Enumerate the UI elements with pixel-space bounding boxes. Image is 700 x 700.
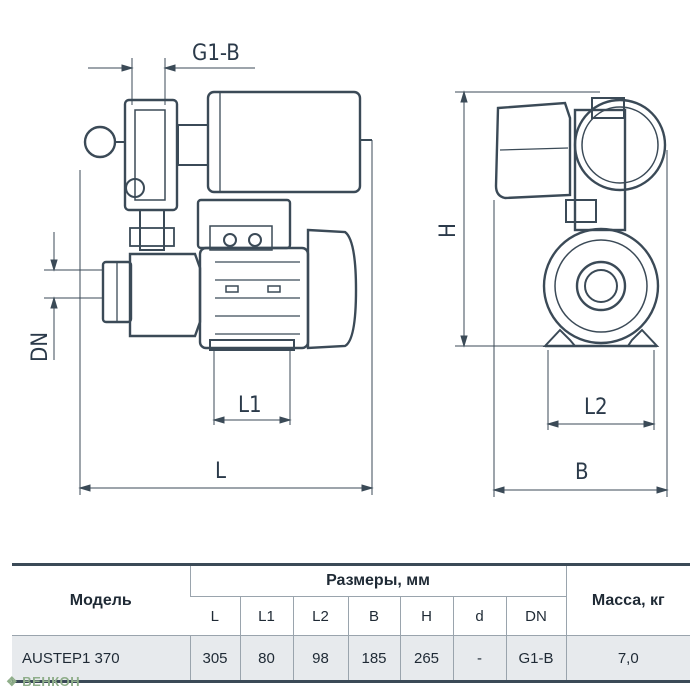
dim-label-h: H bbox=[436, 223, 461, 238]
cell-l1: 80 bbox=[239, 635, 293, 683]
col-header-l1: L1 bbox=[239, 596, 293, 636]
col-header-d: d bbox=[452, 596, 506, 636]
cell-dn: G1-B bbox=[505, 635, 566, 683]
cell-h: 265 bbox=[399, 635, 453, 683]
col-header-l2: L2 bbox=[292, 596, 348, 636]
dim-label-g1b: G1-B bbox=[192, 41, 240, 66]
col-header-b: B bbox=[347, 596, 400, 636]
specs-table: Модель Размеры, мм Масса, кг L L1 L2 B H… bbox=[12, 563, 690, 683]
dim-label-l2: L2 bbox=[584, 395, 608, 420]
pump-side-view bbox=[83, 90, 372, 351]
dim-label-b: B bbox=[575, 460, 589, 485]
cell-d: - bbox=[452, 635, 506, 683]
dim-label-l1: L1 bbox=[238, 393, 262, 418]
header-mass: Масса, кг bbox=[565, 563, 690, 636]
col-header-dn: DN bbox=[505, 596, 566, 636]
cell-b: 185 bbox=[347, 635, 400, 683]
watermark-logo: ❖ ВЕНКОН bbox=[6, 674, 80, 690]
watermark-leaf-icon: ❖ bbox=[6, 674, 19, 689]
dim-label-dn: DN bbox=[28, 332, 53, 362]
col-header-h: H bbox=[399, 596, 453, 636]
header-model: Модель bbox=[12, 563, 190, 636]
watermark-text: ВЕНКОН bbox=[22, 674, 81, 689]
cell-model: AUSTEP1 370 bbox=[12, 635, 190, 683]
cell-l2: 98 bbox=[292, 635, 348, 683]
table-row: AUSTEP1 370 305 80 98 185 265 - G1-B 7,0 bbox=[12, 635, 690, 683]
pump-technical-drawing: G1-B DN L1 L H L2 B bbox=[28, 41, 669, 497]
cell-l: 305 bbox=[189, 635, 240, 683]
col-header-l: L bbox=[190, 596, 240, 636]
dim-label-l: L bbox=[215, 459, 226, 484]
pump-front-view bbox=[494, 97, 667, 348]
cell-mass: 7,0 bbox=[565, 635, 690, 683]
header-dimensions: Размеры, мм bbox=[189, 563, 566, 597]
